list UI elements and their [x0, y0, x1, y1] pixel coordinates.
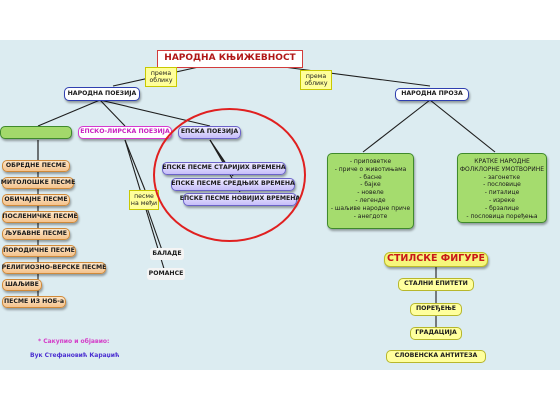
edge-label-left: према облику — [145, 67, 177, 87]
node-lyric-poetry — [0, 126, 72, 139]
short-forms-title-line: КРАТКЕ НАРОДНЕ — [474, 158, 530, 165]
diagram-title: НАРОДНА КЊИЖЕВНОСТ — [157, 50, 303, 68]
credit-line-2: Вук Стефановић Караџић — [30, 352, 120, 359]
lyric-item: РЕЛИГИОЗНО-ВЕРСКЕ ПЕСМЕ — [2, 262, 106, 274]
figure-item: СТАЛНИ ЕПИТЕТИ — [398, 278, 474, 291]
credit-line-1: * Сакупио и објавио: — [38, 338, 110, 345]
lyric-item: ОБИЧАЈНЕ ПЕСМЕ — [2, 194, 70, 206]
short-form: - изреке — [489, 196, 515, 204]
prose-form: - новеле — [357, 189, 384, 197]
figure-item: СЛОВЕНСКА АНТИТЕЗА — [386, 350, 486, 363]
prose-form: - приповетке — [349, 158, 392, 165]
figure-item: ПОРЕЂЕЊЕ — [410, 303, 462, 316]
prose-form: - анегдоте — [353, 212, 388, 220]
lyric-item: ПОРОДИЧНЕ ПЕСМЕ — [2, 245, 76, 257]
node-ballads: БАЛАДЕ — [150, 248, 184, 260]
prose-form: - басне — [359, 173, 382, 181]
edge-label-right: према облику — [300, 70, 332, 90]
short-folklore-forms-list: КРАТКЕ НАРОДНЕ ФОЛКЛОРНЕ УМОТВОРИНЕ - за… — [457, 153, 547, 223]
lyric-item: ПОСЛЕНИЧКЕ ПЕСМЕ — [2, 211, 78, 223]
prose-form: - легенде — [355, 196, 386, 204]
node-lyric-epic-poetry: ЕПСКО-ЛИРСКА ПОЕЗИЈА — [78, 126, 172, 139]
short-form: - загонетке — [483, 173, 521, 181]
short-form: - питалице — [484, 189, 520, 197]
figure-item: ГРАДАЦИЈА — [410, 327, 462, 340]
in-between-songs-label: песме на међи — [129, 190, 159, 210]
lyric-item: ПЕСМЕ ИЗ НОБ-а — [2, 296, 66, 308]
short-form: - брзалице — [485, 204, 519, 212]
prose-form: - приче о животињама — [334, 165, 407, 173]
short-form: - пословица поређења — [466, 212, 538, 220]
node-folk-prose: НАРОДНА ПРОЗА — [395, 88, 469, 101]
concept-map-canvas: НАРОДНА КЊИЖЕВНОСТ према облику према об… — [0, 40, 560, 370]
node-romances: РОМАНСЕ — [147, 268, 185, 280]
stylistic-figures-title: СТИЛСКЕ ФИГУРЕ — [384, 252, 488, 267]
highlight-circle — [153, 108, 306, 242]
prose-form: - шаљиве народне приче — [330, 204, 411, 212]
short-form: - пословице — [483, 181, 521, 189]
node-folk-poetry: НАРОДНА ПОЕЗИЈА — [64, 87, 140, 101]
lyric-item: ШАЉИВЕ — [2, 279, 42, 291]
lyric-item: ЉУБАВНЕ ПЕСМЕ — [2, 228, 70, 240]
prose-forms-list: - приповетке - приче о животињама - басн… — [327, 153, 414, 229]
lyric-item: МИТОЛОШКЕ ПЕСМЕ — [1, 177, 75, 189]
prose-form: - бајке — [360, 181, 381, 189]
lyric-item: ОБРЕДНЕ ПЕСМЕ — [2, 160, 70, 172]
short-forms-title-line: ФОЛКЛОРНЕ УМОТВОРИНЕ — [459, 165, 545, 173]
